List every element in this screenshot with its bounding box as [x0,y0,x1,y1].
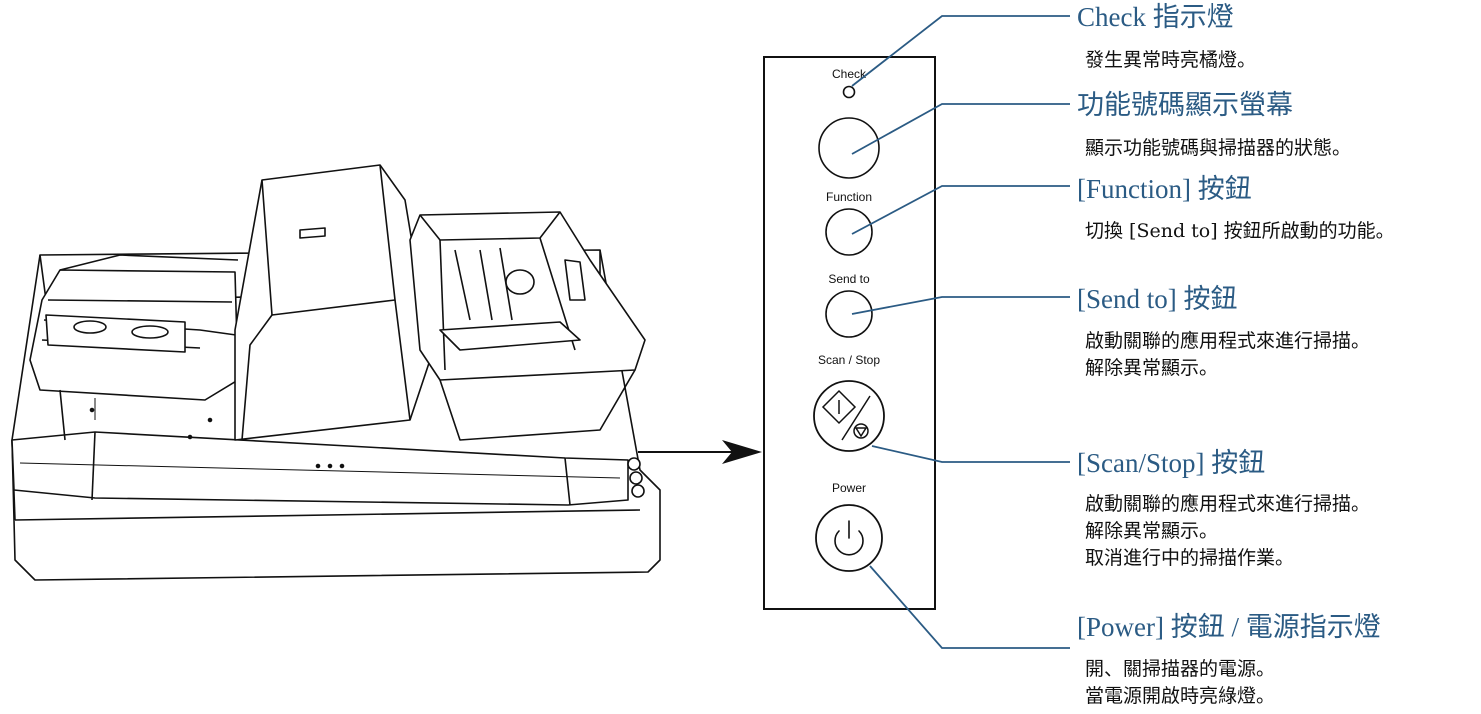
send-to-desc-line: 啟動關聯的應用程式來進行掃描。 [1085,330,1371,352]
display-callout-line [851,103,1070,155]
scan-stop-button-description: 啟動關聯的應用程式來進行掃描。 解除異常顯示。 取消進行中的掃描作業。 [1085,491,1370,572]
display-title: 功能號碼顯示螢幕 [1077,90,1293,120]
power-desc-line: 開、關掃描器的電源。 [1085,658,1276,680]
operator-panel: Check Function Send to Scan / Stop Power [763,56,936,610]
function-number-display [818,117,880,179]
power-callout-line [869,565,1070,649]
send-to-button-description: 啟動關聯的應用程式來進行掃描。 解除異常顯示。 [1085,328,1370,382]
display-description: 顯示功能號碼與掃描器的狀態。 [1085,135,1351,162]
scan-stop-icon [821,389,871,441]
check-callout-line [851,15,1070,87]
send-to-label: Send to [828,272,870,286]
power-label: Power [832,481,866,495]
scan-stop-button-title: [Scan/Stop] 按鈕 [1077,448,1266,478]
check-indicator [842,85,856,99]
scan-stop-desc-line: 解除異常顯示。 [1085,520,1219,542]
power-icon [834,520,864,556]
power-desc-line: 當電源開啟時亮綠燈。 [1085,685,1276,707]
function-label: Function [826,190,872,204]
scan-stop-label: Scan / Stop [818,353,880,367]
callout-lines [851,15,1070,649]
send-to-desc-line: 解除異常顯示。 [1085,357,1219,379]
send-to-button-title: [Send to] 按鈕 [1077,284,1238,314]
send-to-button[interactable] [825,290,873,338]
display-desc-line: 顯示功能號碼與掃描器的狀態。 [1085,137,1352,159]
scan-stop-desc-line: 啟動關聯的應用程式來進行掃描。 [1085,493,1371,515]
scanner-illustration [11,164,661,581]
function-button[interactable] [825,208,873,256]
function-callout-line [851,185,1070,235]
function-button-title: [Function] 按鈕 [1077,174,1252,204]
pointer-arrow [638,440,762,464]
function-desc-line: 切換 [Send to] 按鈕所啟動的功能。 [1085,220,1395,242]
power-button-description: 開、關掃描器的電源。 當電源開啟時亮綠燈。 [1085,656,1275,710]
send-to-callout-line [851,296,1070,315]
scan-stop-desc-line: 取消進行中的掃描作業。 [1085,547,1295,569]
check-indicator-title: Check 指示燈 [1077,2,1234,32]
check-indicator-description: 發生異常時亮橘燈。 [1085,47,1256,74]
function-button-description: 切換 [Send to] 按鈕所啟動的功能。 [1085,218,1395,245]
check-desc-line: 發生異常時亮橘燈。 [1085,49,1257,71]
power-button-title: [Power] 按鈕 / 電源指示燈 [1077,612,1381,642]
scan-stop-button[interactable] [813,380,885,452]
scan-stop-callout-line [871,445,1070,463]
check-label: Check [832,67,867,81]
